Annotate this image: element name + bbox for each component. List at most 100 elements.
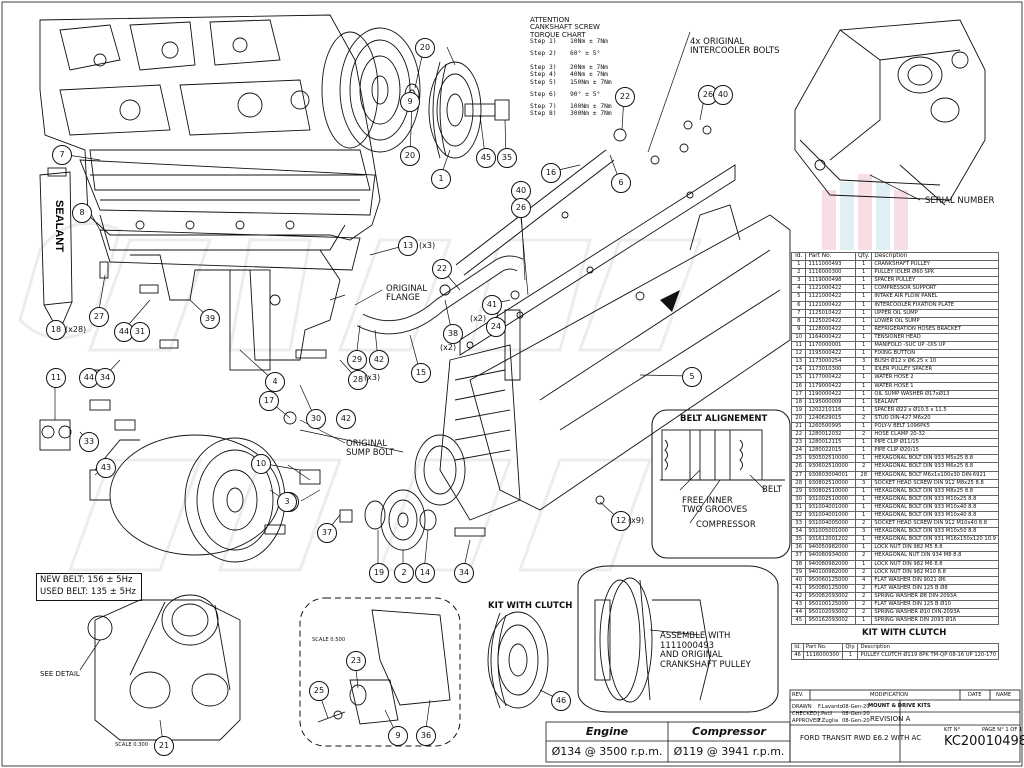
table-cell: 930502510000 [805,454,857,464]
table-cell: 1125010422 [805,308,857,318]
engine-block [39,14,381,251]
scale-label-b: SCALE 0.500 [312,637,346,643]
table-cell: 2 [790,268,807,278]
callout-balloon: 40 [713,85,733,105]
table-cell: 1 [855,381,873,391]
new-belt-label: NEW BELT: 156 ± 5Hz [40,575,133,585]
table-cell: 1 [855,308,873,318]
table-cell: FLAT WASHER DIN 9021 Ø6 [871,575,999,585]
original-flange-label: ORIGINAL FLANGE [386,284,428,303]
table-cell: 31 [790,502,807,513]
watermark [18,221,703,572]
table-header-cell: Qty. [842,642,859,653]
torque-step-value: 10Nm ± 7Nm [570,38,608,45]
table-cell: 13 [790,357,807,367]
table-cell: 2 [855,608,873,618]
table-cell: PIPE CLIP Ø20/15 [871,446,999,456]
title-page: PAGE N° 1 OF 1 [982,727,1023,733]
callout-balloon: 7 [52,145,72,165]
table-cell: 1128000422 [805,324,857,334]
table-cell: 1 [855,300,873,310]
callout-balloon: 12 [611,511,631,531]
table-cell: 1 [790,260,807,270]
table-cell: 1111000493 [805,260,857,270]
table-cell: 1125020422 [805,316,857,326]
callout-balloon: 31 [130,322,150,342]
assemble-with-label: ASSEMBLE WITH 1111000493 AND ORIGINAL CR… [660,631,751,670]
table-cell: INTERCOOLER FIXATION PLATE [871,300,999,310]
table-cell: 1 [842,651,859,661]
callout-balloon: 34 [454,563,474,583]
table-cell: MANIFOLD -SUC UP -DIS UP [871,341,999,351]
table-cell: 3 [855,357,873,367]
table-cell: 1195000009 [805,397,857,407]
torque-step-label: Step 4) [530,71,557,78]
table-cell: SEALANT [871,397,999,407]
table-header-cell: Qty. [855,251,873,262]
compressor-header: Compressor [692,725,766,738]
callout-balloon: 29 [347,350,367,370]
table-cell: 1190000422 [805,389,857,399]
table-cell: 1 [855,324,873,334]
table-cell: OIL SUMP WASHER Ø17xØ13 [871,389,999,399]
table-cell: 1 [855,341,873,351]
callout-balloon: 3 [277,492,297,512]
table-cell: 1 [855,389,873,399]
used-belt-label: USED BELT: 135 ± 5Hz [40,587,136,597]
table-cell: POLY-V BELT 1096PK5 [871,421,999,432]
table-cell: 1 [855,502,873,513]
title-drawn: DRAWN [792,704,812,710]
callout-balloon: 36 [416,726,436,746]
title-revision: REVISION A [870,715,911,723]
table-cell: 1195000422 [805,349,857,359]
callout-balloon: 8 [72,203,92,223]
table-cell: 1121000422 [805,284,857,294]
callout-balloon: 2 [394,563,414,583]
callout-balloon: 30 [306,409,326,429]
table-cell: 1116000300 [805,268,857,278]
table-header-cell: Id. [790,251,807,262]
belt-layout-detail [87,594,241,741]
title-modification: MODIFICATION [870,692,909,698]
callout-balloon: 28 [348,370,368,390]
table-cell: HEXAGONAL BOLT DIN 933 M6x25 8.8 [871,462,999,472]
table-cell: 1170000001 [805,341,857,351]
oil-sump [79,159,376,371]
callout-balloon: 6 [611,173,631,193]
belt-label: BELT [762,485,782,495]
table-cell: 3 [790,276,807,286]
table-cell: 28 [855,470,873,480]
callout-balloon: 13 [398,236,418,256]
table-cell: SPACER Ø22 x Ø10.5 x 11.5 [871,405,999,415]
callout-balloon: 37 [317,523,337,543]
title-rev: REV. [792,692,804,698]
table-cell: 1 [855,494,873,504]
table-cell: FIXING BUTTON [871,349,999,359]
callout-balloon: 23 [346,651,366,671]
torque-step-label: Step 2) [530,50,557,57]
table-cell: PIPE CLIP Ø11/15 [871,438,999,448]
table-cell: 15 [790,373,807,383]
table-cell: 22 [790,430,807,440]
table-cell: 26 [790,462,807,472]
water-hoses [356,149,615,335]
callout-balloon: 15 [411,363,431,383]
table-cell: 39 [790,567,807,577]
table-cell: LOWER OIL SUMP [871,316,999,326]
title-approved-name: F.Zuglia [818,718,838,724]
torque-step-value: 90° ± 5° [570,91,601,98]
table-cell: 2 [855,462,873,472]
callout-balloon: 9 [388,726,408,746]
table-cell: HEXAGONAL NUT DIN 934 M8 8.8 [871,551,999,561]
table-cell: HEXAGONAL BOLT DIN 933 M10x50 8.8 [871,527,999,537]
